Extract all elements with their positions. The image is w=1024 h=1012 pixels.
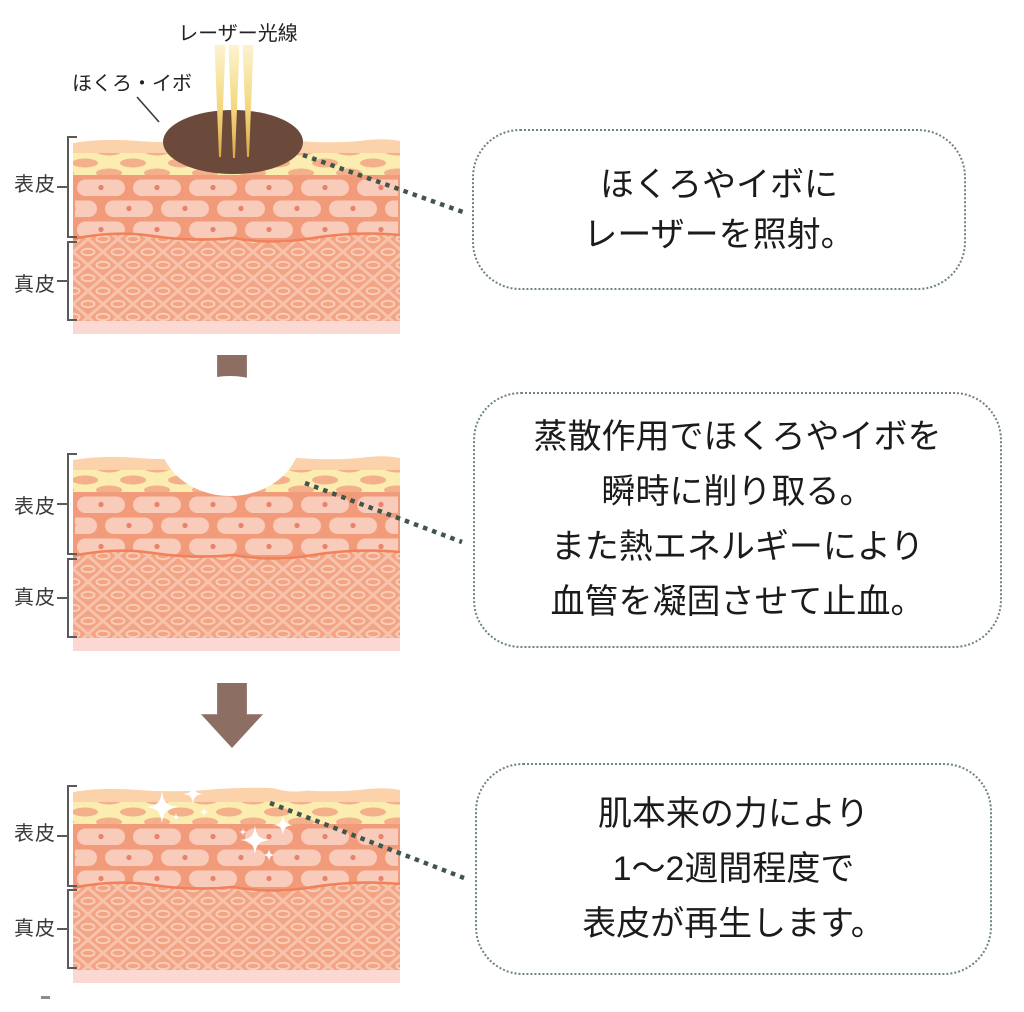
step2-caption-bubble: 蒸散作用でほくろやイボを 瞬時に削り取る。 また熱エネルギーにより 血管を凝固さ… xyxy=(473,392,1002,648)
mole-wart-label: ほくろ・イボ xyxy=(72,73,192,95)
caption-line: 表皮が再生します。 xyxy=(582,904,885,943)
dermis-label: 真皮 xyxy=(14,274,56,296)
healed-dimple xyxy=(269,774,321,792)
arrow-down-icon xyxy=(201,683,263,748)
ablation-crater xyxy=(159,376,301,496)
stray-dash-mark xyxy=(41,996,50,999)
caption-line: 瞬時に削り取る。 xyxy=(601,473,874,511)
caption-line: 1〜2週間程度で xyxy=(612,849,855,888)
skin-panel-step3 xyxy=(71,774,402,985)
dermis-bracket xyxy=(56,889,78,969)
step1-caption-bubble: ほくろやイボに レーザーを照射。 xyxy=(472,129,966,290)
mole-label-pointer-line xyxy=(136,96,160,123)
laser-beam-label: レーザー光線 xyxy=(178,23,298,45)
dermis-bracket xyxy=(56,558,78,638)
caption-line: また熱エネルギーにより xyxy=(550,528,925,566)
skin-panel-step2 xyxy=(71,376,402,653)
epidermis-bracket xyxy=(56,785,78,887)
caption-line: 蒸散作用でほくろやイボを xyxy=(533,418,942,456)
caption-line: レーザーを照射。 xyxy=(583,215,855,254)
caption-line: 血管を凝固させて止血。 xyxy=(550,583,925,621)
epidermis-label: 表皮 xyxy=(14,823,56,845)
caption-line: 肌本来の力により xyxy=(597,794,870,833)
step3-caption-bubble: 肌本来の力により 1〜2週間程度で 表皮が再生します。 xyxy=(475,763,992,975)
epidermis-label: 表皮 xyxy=(14,174,56,196)
epidermis-bracket xyxy=(56,136,78,238)
dermis-label: 真皮 xyxy=(14,587,56,609)
dermis-bracket xyxy=(56,241,78,321)
epidermis-bracket xyxy=(56,453,78,555)
caption-line: ほくろやイボに xyxy=(600,165,838,204)
dermis-label: 真皮 xyxy=(14,918,56,940)
laser-beams-icon xyxy=(214,45,254,158)
epidermis-label: 表皮 xyxy=(14,496,56,518)
mole-and-laser-overlay xyxy=(163,45,303,174)
